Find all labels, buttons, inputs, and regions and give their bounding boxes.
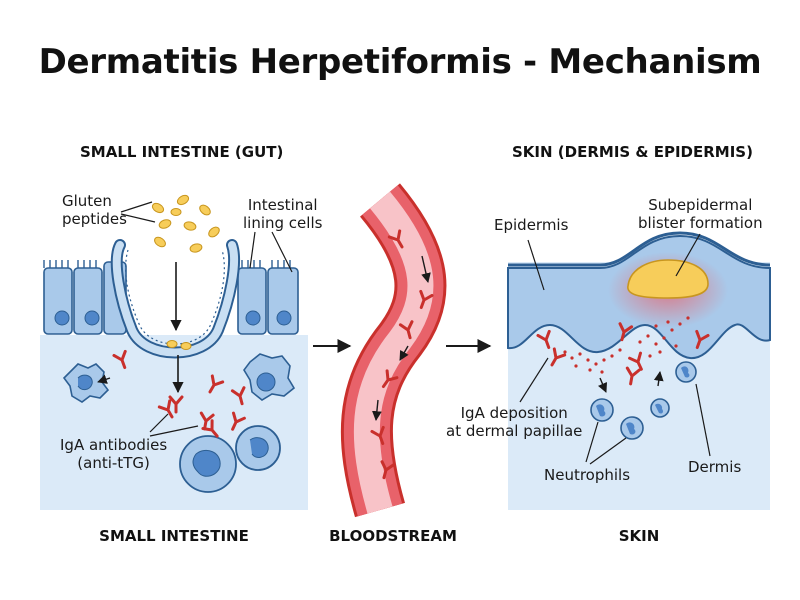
deposition-label-line2: at dermal papillae [446,422,583,440]
neutrophils-label: Neutrophils [544,466,631,484]
dermis-label: Dermis [688,458,742,476]
gut-panel [40,194,308,510]
intestinal-lining-cells [43,239,299,359]
lining-cells-label: Intestinal lining cells [243,196,322,232]
footer-skin-label: SKIN [618,527,660,545]
gluten-label-line1: Gluten [62,192,112,210]
blister-fluid [627,259,709,299]
lining-label-line2: lining cells [243,214,323,232]
iga-antibodies-label: IgA antibodies (anti-tTG) [60,436,167,472]
blood-vessel [340,183,447,518]
iga-deposition-label: IgA deposition at dermal papillae [446,404,582,440]
blister-label-line1: Subepidermal [648,196,753,214]
lining-label-line1: Intestinal [247,196,318,214]
iga-label-line1: IgA antibodies [60,436,168,454]
blister-label-line2: blister formation [638,214,763,232]
page-title: Dermatitis Herpetiformis - Mechanism [38,42,762,82]
gluten-peptides [151,194,220,350]
immune-cells [62,353,296,493]
footer-gut-label: SMALL INTESTINE [99,527,249,545]
iga-deposits [563,316,690,374]
gluten-label: Gluten peptides [62,192,127,228]
footer-blood-label: BLOODSTREAM [329,527,457,545]
skin-panel [507,231,771,510]
neutrophils [590,361,697,440]
skin-section-heading: SKIN (DERMIS & EPIDERMIS) [512,143,753,161]
epidermis-label: Epidermis [494,216,569,234]
gluten-label-line2: peptides [62,210,127,228]
deposition-label-line1: IgA deposition [460,404,568,422]
gut-section-heading: SMALL INTESTINE (GUT) [80,143,284,161]
iga-label-line2: (anti-tTG) [77,454,150,472]
blister-label: Subepidermal blister formation [638,196,763,232]
